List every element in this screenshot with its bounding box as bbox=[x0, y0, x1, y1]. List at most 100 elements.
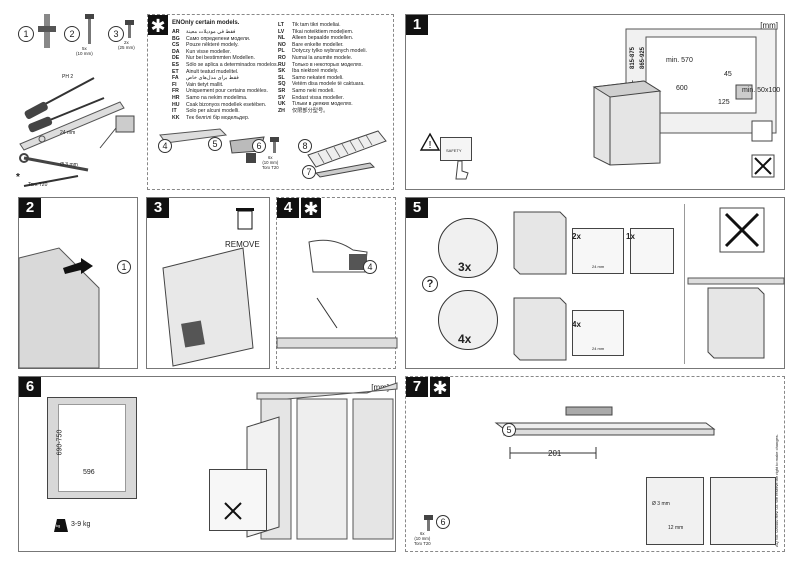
model-line: ZH 仅限部分型号。 bbox=[278, 108, 328, 115]
wrench-icon bbox=[19, 153, 89, 172]
screw-detail-box bbox=[209, 469, 267, 531]
lang-text: Dotyczy tylko wybranych modeli. bbox=[292, 48, 367, 55]
bracket-icon bbox=[38, 14, 56, 48]
detail-box-3 bbox=[572, 310, 624, 356]
detail-box-2 bbox=[630, 228, 674, 274]
lang-code: DA bbox=[172, 48, 180, 55]
drill-depth: 12 mm bbox=[668, 525, 684, 531]
step6-unit: [mm] bbox=[371, 383, 389, 392]
step1-unit: [mm] bbox=[760, 21, 778, 30]
step7-number: 7 bbox=[406, 377, 428, 397]
small-screw-icon bbox=[270, 137, 279, 153]
step3-panel: 3 REMOVE bbox=[146, 197, 270, 369]
weight-icon bbox=[54, 519, 68, 532]
lang-code: HR bbox=[172, 95, 180, 101]
lang-code: HU bbox=[172, 101, 180, 108]
model-line: HR Samo na nekim modelima. bbox=[172, 95, 247, 102]
svg-text:!: ! bbox=[429, 140, 432, 151]
step5-panel: 5 3x ? 4x 2x 24 mm 1x 4x 24 mm bbox=[405, 197, 785, 369]
model-line: FR Uniquement pour certains modèles. bbox=[172, 88, 268, 95]
lang-code: FR bbox=[172, 88, 179, 95]
lang-text: Pouze některé modely. bbox=[186, 42, 239, 49]
grate-icon bbox=[307, 130, 387, 168]
models-screw6: 6x (10 mm) Torx T20 bbox=[262, 155, 279, 170]
counter-edge bbox=[276, 297, 398, 349]
legal-text: AQ No. 0J9400 Rev. 03. We reserve the ri… bbox=[774, 434, 779, 547]
lang-code: LV bbox=[278, 28, 285, 35]
dishwasher-front-1 bbox=[513, 211, 567, 275]
step1-number: 1 bbox=[406, 15, 428, 35]
models-callout-6: 6 bbox=[252, 139, 266, 153]
lang-text: فقط برای مدل‌های خاص bbox=[186, 75, 239, 82]
detail-cross-icon bbox=[224, 502, 242, 520]
lang-text: 仅限部分型号。 bbox=[292, 107, 329, 114]
star-icon: ✱ bbox=[148, 15, 168, 36]
remove-label: REMOVE bbox=[225, 240, 260, 249]
step4-callout: 4 bbox=[363, 260, 377, 274]
lang-text: Uniquement pour certains modèles. bbox=[186, 88, 268, 95]
drill-label: Ø 3 mm bbox=[60, 162, 78, 168]
tool-callout-1: 1 bbox=[18, 26, 34, 42]
tool-callout-2: 2 bbox=[64, 26, 80, 42]
lang-code: NO bbox=[278, 41, 286, 48]
check-icon bbox=[751, 120, 773, 142]
level-icon bbox=[19, 101, 125, 151]
count-4x: 4x bbox=[458, 332, 472, 346]
lang-code: KK bbox=[172, 114, 180, 121]
dishwasher-front-2 bbox=[513, 297, 567, 361]
models-callout-5: 5 bbox=[208, 137, 222, 151]
torx-label: Torx T20 bbox=[28, 182, 48, 188]
lang-code: SL bbox=[278, 74, 285, 81]
lang-text: Endast vissa modeller. bbox=[292, 94, 344, 101]
tape-24mm: 24 mm bbox=[592, 264, 605, 269]
rail-icon bbox=[314, 162, 376, 178]
detail-circle-1 bbox=[438, 218, 498, 278]
lang-text: Kun visse modeller. bbox=[186, 48, 231, 55]
lang-text: Ainult teatud mudelitel. bbox=[186, 68, 239, 75]
dim-height-1: 815-875 bbox=[630, 46, 637, 70]
lang-text: Sólo se aplica a determinados modelos. bbox=[186, 62, 278, 68]
lang-code: ZH bbox=[278, 107, 285, 114]
lang-text: Csak bizonyos modellek esetében. bbox=[186, 101, 267, 108]
lang-text: Samo na nekim modelima. bbox=[186, 95, 248, 101]
trash-icon bbox=[236, 208, 254, 230]
safety-booklet: SAFETY bbox=[440, 137, 472, 161]
width-label: 596 bbox=[83, 469, 95, 476]
step2-panel: 2 1 bbox=[18, 197, 138, 369]
lang-code: ES bbox=[172, 62, 179, 68]
lang-code: SQ bbox=[278, 81, 286, 88]
step4-number: 4 bbox=[277, 198, 299, 218]
lang-code: SK bbox=[278, 68, 286, 75]
dishwasher-diagram bbox=[592, 80, 662, 166]
step7-panel: 7 ✱ 5 201 Ø 3 mm 12 mm 6x (10 mm) Torx T… bbox=[405, 376, 785, 552]
cross-icon bbox=[751, 154, 775, 178]
short-screw-icon bbox=[125, 20, 134, 38]
cabinet-diagram bbox=[625, 28, 777, 134]
lang-code: RO bbox=[278, 55, 286, 61]
x-box-icon bbox=[719, 207, 765, 253]
step6-panel: 6 [mm] 690-750 596 kg 3-9 kg bbox=[18, 376, 398, 552]
mult-2x: 2x bbox=[572, 232, 581, 241]
dishwasher-side bbox=[18, 247, 100, 369]
model-line: HU Csak bizonyos modellek esetében. bbox=[172, 102, 266, 109]
divider bbox=[684, 204, 685, 364]
tools-panel: 1 2 3 5x (10 mm) 2x (25 mm) PH 2 24 mm Ø… bbox=[14, 10, 138, 188]
model-line: FA فقط برای مدل‌های خاص bbox=[172, 75, 239, 82]
mult-1x: 1x bbox=[626, 232, 635, 241]
lang-code: FA bbox=[172, 75, 179, 82]
lang-code: SR bbox=[278, 88, 286, 94]
lang-code: RU bbox=[278, 61, 286, 68]
weight-label: 3-9 kg bbox=[71, 521, 91, 528]
